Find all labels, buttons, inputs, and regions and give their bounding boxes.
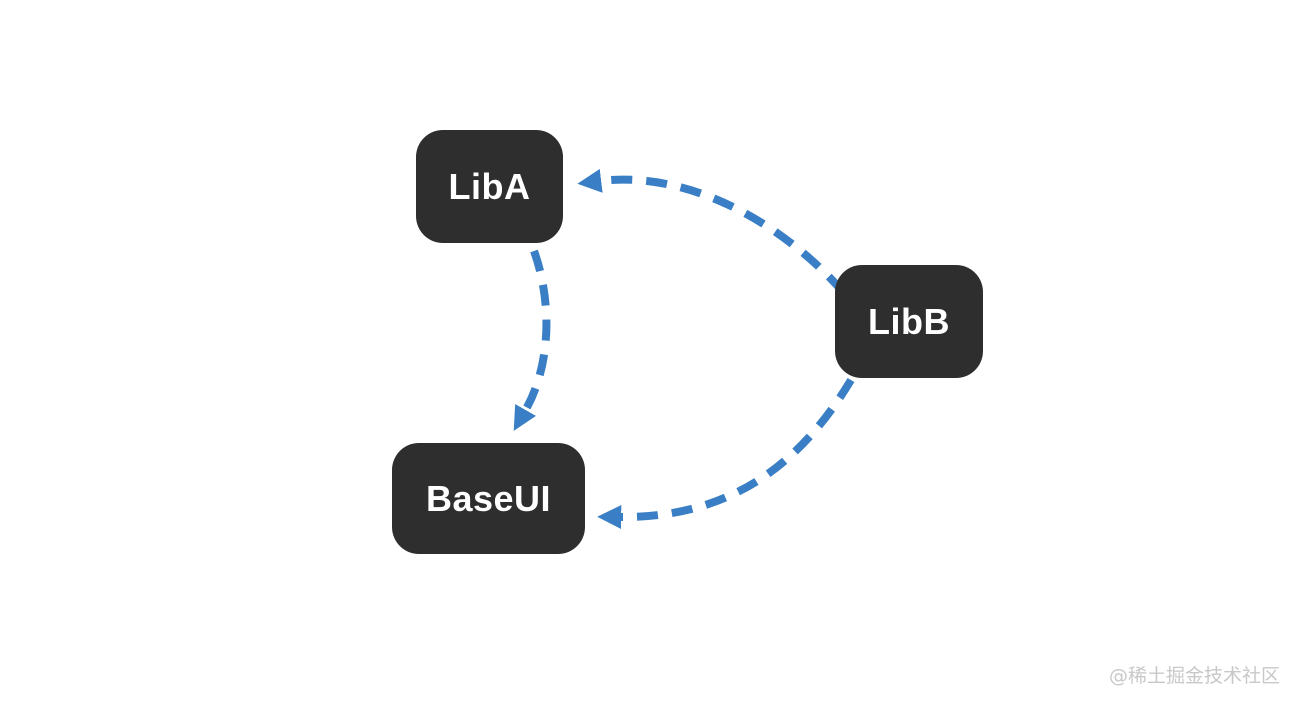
node-baseui-label: BaseUI [425,477,552,519]
node-baseui: BaseUI [392,443,585,554]
node-libb-label: LibB [868,300,950,342]
node-libb: LibB [835,265,983,378]
edge-libb-to-baseui-arrow [597,377,855,530]
node-liba-label: LibA [448,165,531,207]
edge-liba-to-baseui-arrow [513,249,551,431]
edge-libb-to-liba-arrow [577,168,847,295]
watermark: @稀土掘金技术社区 [1108,665,1280,687]
node-liba: LibA [416,130,563,243]
